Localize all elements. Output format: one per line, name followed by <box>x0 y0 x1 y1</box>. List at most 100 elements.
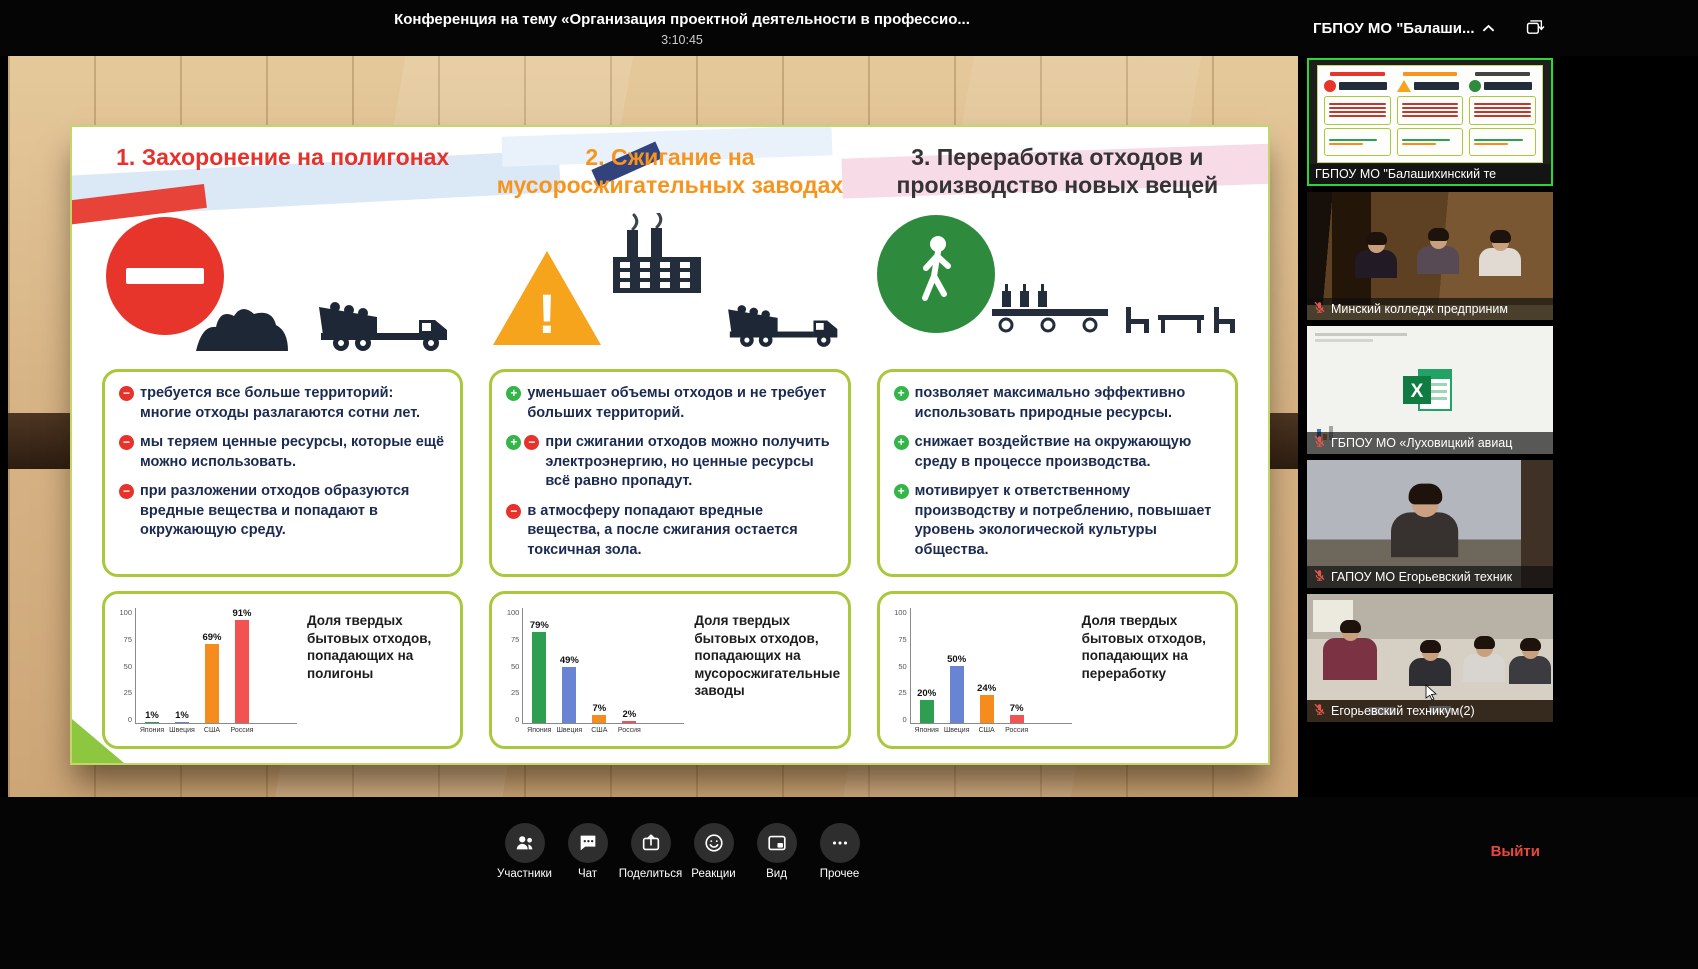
slide-column-recycling: 3. Переработка отходов и производство но… <box>876 143 1238 763</box>
minus-icon: − <box>119 386 134 401</box>
point-text: снижает воздействие на окружающую среду … <box>914 434 1192 470</box>
column-title-landfill: 1. Захоронение на полигонах <box>116 144 450 170</box>
conveyor-products-icon <box>991 284 1235 333</box>
slide-column-incineration: 2. Сжигание на мусоросжигательных завода… <box>489 143 851 763</box>
mic-muted-icon <box>1313 569 1326 585</box>
point-text: требуется все больше территорий: многие … <box>140 385 421 421</box>
warning-incinerator-illustration: ! <box>489 209 850 359</box>
mouse-cursor-icon <box>1425 684 1437 700</box>
chart-caption: Доля твердых бытовых отходов, попадающих… <box>694 613 841 699</box>
slide-column-landfill: 1. Захоронение на полигонах <box>102 143 464 763</box>
points-box-landfill: − требуется все больше территорий: многи… <box>102 369 464 577</box>
factory-icon <box>613 213 702 293</box>
chevron-up-icon[interactable] <box>1482 20 1495 37</box>
column-title-recycling: 3. Переработка отходов и производство но… <box>896 144 1219 199</box>
point-text: мы теряем ценные ресурсы, которые ещё мо… <box>140 434 445 470</box>
shared-slide-preview <box>1317 65 1543 163</box>
more-button[interactable]: Прочее <box>808 823 871 880</box>
minus-icon: − <box>506 503 522 519</box>
point-item: + уменьшает объемы отходов и не требует … <box>506 384 833 423</box>
participant-tiles: ГБПОУ МО "Балашихинский те <box>1307 56 1553 722</box>
sidebar-header: ГБПОУ МО "Балаши... <box>1307 0 1553 56</box>
plus-icon: + <box>893 484 909 500</box>
svg-text:X: X <box>1411 381 1424 402</box>
participants-icon <box>504 823 545 863</box>
walking-person-icon <box>876 215 995 333</box>
view-button[interactable]: Вид <box>745 823 808 880</box>
plus-icon: + <box>893 435 909 451</box>
excel-logo-icon: X <box>1403 369 1452 411</box>
point-item: − в атмосферу попадают вредные вещества,… <box>506 502 833 561</box>
point-item: − при разложении отходов образуются вред… <box>119 482 446 541</box>
more-icon <box>819 823 860 863</box>
chat-icon <box>567 823 608 863</box>
point-text: при разложении отходов образуются вредны… <box>140 483 410 539</box>
conference-timer: 3:10:45 <box>661 33 703 47</box>
trash-pile-icon <box>196 308 288 351</box>
change-view-icon[interactable] <box>1526 18 1547 39</box>
share-screen-icon <box>630 823 671 863</box>
participant-tile-minsk[interactable]: Минский колледж предприним <box>1307 192 1553 320</box>
participant-name-label: ГАПОУ МО Егорьевский техник <box>1307 566 1553 588</box>
recycling-conveyor-illustration <box>876 209 1238 359</box>
plus-icon: + <box>506 386 522 401</box>
reactions-icon <box>693 823 734 863</box>
garbage-truck-icon <box>727 305 838 347</box>
reactions-button[interactable]: Реакции <box>682 823 745 880</box>
plus-icon: + <box>506 435 522 451</box>
conference-title: Конференция на тему «Организация проектн… <box>394 11 970 28</box>
chart-caption: Доля твердых бытовых отходов, попадающих… <box>307 613 432 681</box>
svg-text:!: ! <box>538 282 557 345</box>
participant-name-label: ГБПОУ МО "Балашихинский те <box>1309 164 1551 184</box>
presentation-slide: 1. Захоронение на полигонах <box>70 125 1270 765</box>
participants-sidebar: ГБПОУ МО "Балаши... <box>1307 0 1553 969</box>
point-item: + − при сжигании отходов можно получить … <box>506 433 833 492</box>
mic-muted-icon <box>1313 301 1326 317</box>
bottom-toolbar: Участники Чат Поделить <box>0 797 1698 969</box>
dump-truck-icon <box>319 302 448 351</box>
point-item: − мы теряем ценные ресурсы, которые ещё … <box>119 433 446 472</box>
active-speaker-name: ГБПОУ МО "Балаши... <box>1313 19 1475 37</box>
mic-muted-icon <box>1313 435 1326 451</box>
toolbar-buttons: Участники Чат Поделить <box>493 823 871 880</box>
no-entry-landfill-illustration <box>102 209 463 359</box>
point-text: мотивирует к ответственному производству… <box>914 483 1212 558</box>
mic-muted-icon <box>1313 703 1326 719</box>
top-bar: Конференция на тему «Организация проектн… <box>0 0 1698 56</box>
points-box-recycling: + позволяет максимально эффективно испол… <box>876 369 1238 577</box>
participant-tile-egorievsk-2[interactable]: Егорьевский техникум(2) <box>1307 594 1553 722</box>
participant-tile-balashikha[interactable]: ГБПОУ МО "Балашихинский те <box>1307 58 1553 186</box>
shared-screen-stage: 1. Захоронение на полигонах <box>8 56 1298 797</box>
share-screen-button[interactable]: Поделиться <box>619 823 682 880</box>
point-text: позволяет максимально эффективно использ… <box>914 385 1186 421</box>
point-item: + снижает воздействие на окружающую сред… <box>893 433 1221 472</box>
point-item: + мотивирует к ответственному производст… <box>893 482 1221 560</box>
point-item: − требуется все больше территорий: многи… <box>119 384 446 423</box>
participants-button[interactable]: Участники <box>493 823 556 880</box>
chat-button[interactable]: Чат <box>556 823 619 880</box>
point-text: при сжигании отходов можно получить элек… <box>545 434 830 490</box>
participant-name-label: Егорьевский техникум(2) <box>1307 700 1553 722</box>
minus-icon: − <box>119 435 134 451</box>
participant-tile-lukhovitsy[interactable]: X ГБПОУ <box>1307 326 1553 454</box>
exit-button[interactable]: Выйти <box>1490 843 1540 860</box>
point-text: в атмосферу попадают вредные вещества, а… <box>527 502 798 558</box>
corner-triangle-decoration <box>72 719 124 763</box>
plus-icon: + <box>893 386 909 401</box>
point-text: уменьшает объемы отходов и не требует бо… <box>527 385 827 421</box>
minus-icon: − <box>119 484 134 500</box>
warning-triangle-icon: ! <box>493 251 602 345</box>
view-icon <box>756 823 797 863</box>
points-box-incineration: + уменьшает объемы отходов и не требует … <box>489 369 851 577</box>
no-entry-sign-icon <box>106 217 224 335</box>
point-item: + позволяет максимально эффективно испол… <box>893 384 1221 423</box>
participant-tile-egorievsk-1[interactable]: ГАПОУ МО Егорьевский техник <box>1307 460 1553 588</box>
minus-icon: − <box>524 435 540 451</box>
